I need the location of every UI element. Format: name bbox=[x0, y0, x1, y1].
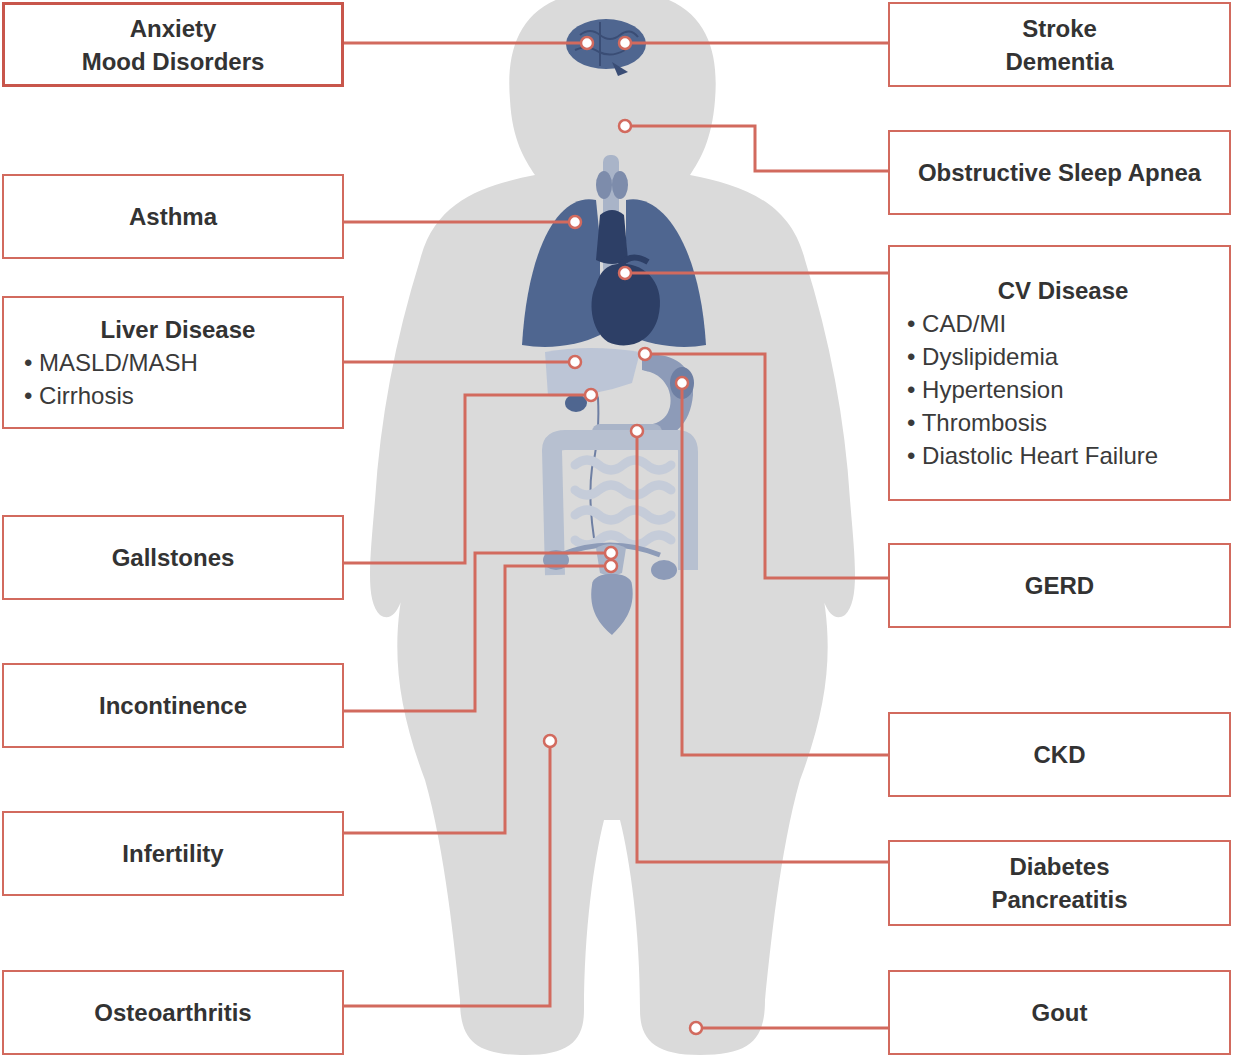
pelvic-organs bbox=[543, 544, 677, 635]
condition-label: Dementia bbox=[1005, 45, 1113, 78]
condition-box: Gout bbox=[888, 970, 1231, 1055]
condition-box: Incontinence bbox=[2, 663, 344, 748]
condition-box: Infertility bbox=[2, 811, 344, 896]
body-silhouette bbox=[370, 0, 855, 1055]
condition-box: GERD bbox=[888, 543, 1231, 628]
condition-box: DiabetesPancreatitis bbox=[888, 840, 1231, 926]
condition-label: Stroke bbox=[1022, 12, 1097, 45]
condition-box: StrokeDementia bbox=[888, 2, 1231, 87]
condition-label: Osteoarthritis bbox=[94, 996, 251, 1029]
colon bbox=[552, 440, 688, 575]
condition-box: AnxietyMood Disorders bbox=[2, 2, 344, 87]
anchor-dots bbox=[544, 37, 702, 1034]
brain bbox=[566, 19, 646, 76]
condition-label: Liver Disease bbox=[101, 313, 256, 346]
condition-box: Obstructive Sleep Apnea bbox=[888, 130, 1231, 215]
condition-label: Mood Disorders bbox=[82, 45, 265, 78]
list-item: • Diastolic Heart Failure bbox=[907, 439, 1219, 472]
list-item: • Dyslipidemia bbox=[907, 340, 1219, 373]
condition-label: CKD bbox=[1034, 738, 1086, 771]
condition-label: Incontinence bbox=[99, 689, 247, 722]
leader-lines bbox=[344, 43, 888, 1028]
condition-label: Diabetes bbox=[1009, 850, 1109, 883]
condition-label: CV Disease bbox=[998, 274, 1129, 307]
condition-label: Gallstones bbox=[112, 541, 235, 574]
condition-label: Obstructive Sleep Apnea bbox=[918, 156, 1201, 189]
condition-box: Osteoarthritis bbox=[2, 970, 344, 1055]
list-item: • Cirrhosis bbox=[24, 379, 332, 412]
list-item: • Hypertension bbox=[907, 373, 1219, 406]
condition-label: Pancreatitis bbox=[991, 883, 1127, 916]
condition-box: Gallstones bbox=[2, 515, 344, 600]
condition-box: Liver Disease• MASLD/MASH• Cirrhosis bbox=[2, 296, 344, 429]
list-item: • Thrombosis bbox=[907, 406, 1219, 439]
heart bbox=[592, 264, 661, 346]
condition-label: Anxiety bbox=[130, 12, 217, 45]
condition-box: CV Disease• CAD/MI• Dyslipidemia• Hypert… bbox=[888, 245, 1231, 501]
small-intestine bbox=[575, 460, 671, 545]
condition-label: Gout bbox=[1032, 996, 1088, 1029]
condition-label: Asthma bbox=[129, 200, 217, 233]
list-item: • CAD/MI bbox=[907, 307, 1219, 340]
condition-box: Asthma bbox=[2, 174, 344, 259]
condition-label: Infertility bbox=[122, 837, 223, 870]
list-item: • MASLD/MASH bbox=[24, 346, 332, 379]
gallbladder bbox=[565, 394, 587, 412]
condition-box: CKD bbox=[888, 712, 1231, 797]
condition-label: GERD bbox=[1025, 569, 1094, 602]
airway bbox=[596, 155, 628, 275]
trachea-branch bbox=[596, 210, 628, 264]
